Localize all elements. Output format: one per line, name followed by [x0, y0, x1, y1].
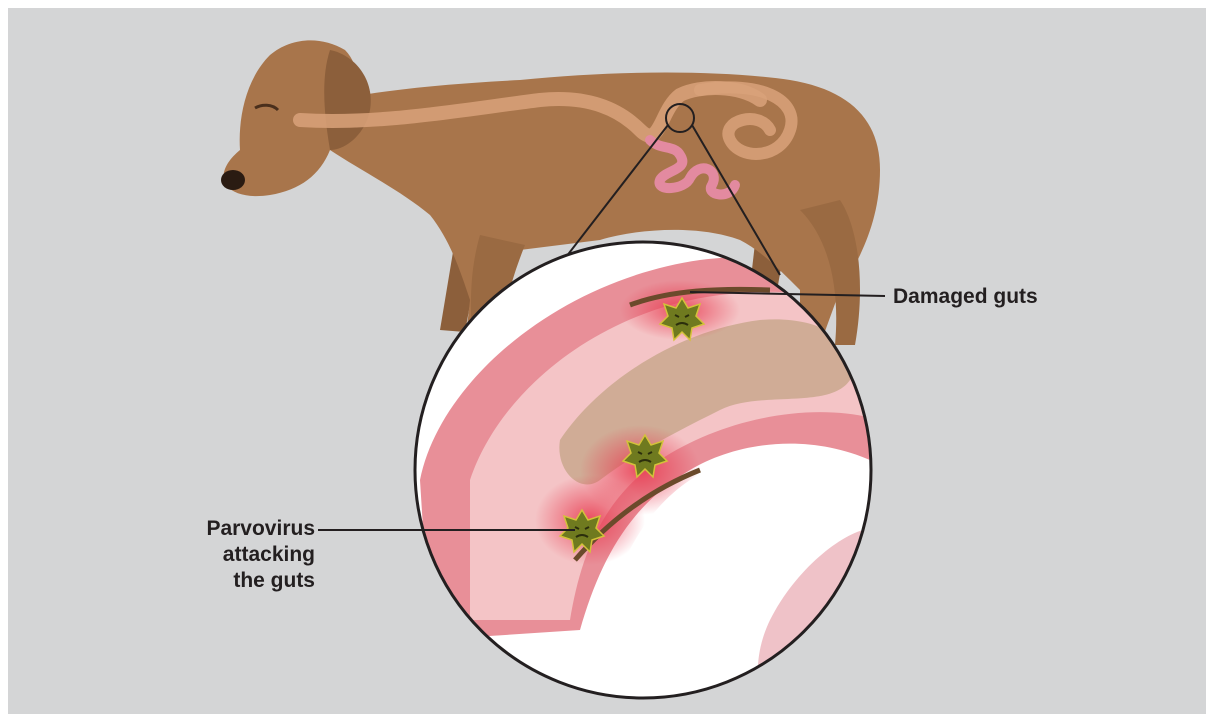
- parvovirus-label-line-1: Parvovirus: [160, 516, 315, 542]
- parvovirus-label: Parvovirus attacking the guts: [160, 516, 315, 594]
- damaged-guts-label: Damaged guts: [893, 284, 1038, 310]
- dog-nose: [221, 170, 245, 190]
- parvovirus-label-line-2: attacking: [160, 542, 315, 568]
- parvovirus-label-line-3: the guts: [160, 568, 315, 594]
